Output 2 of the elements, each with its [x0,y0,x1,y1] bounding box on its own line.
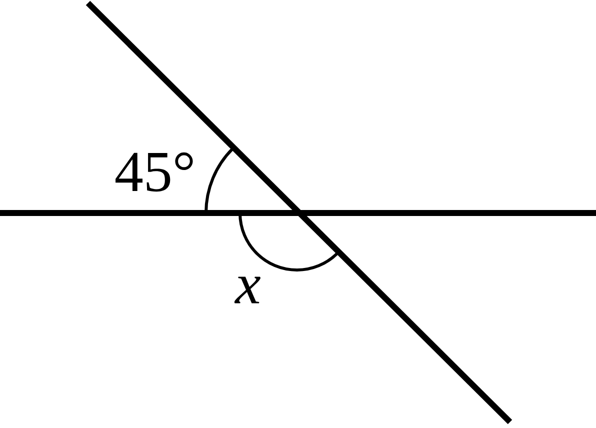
angle-label: x [234,276,260,304]
angle-label: 45° [116,152,193,192]
